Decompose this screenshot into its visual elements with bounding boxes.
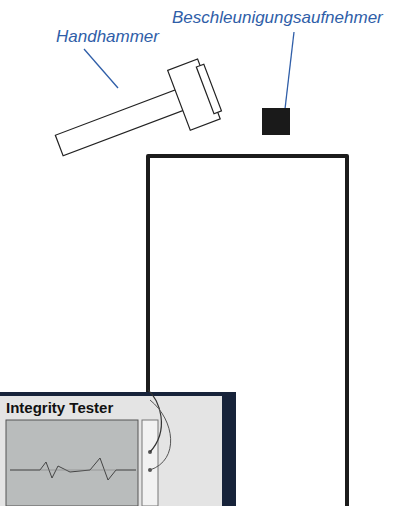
tester-body — [0, 396, 222, 506]
cable — [150, 400, 171, 470]
device-label: Integrity Tester — [6, 399, 113, 416]
tester-screen — [6, 420, 138, 506]
waveform — [10, 458, 136, 480]
hammer-face — [196, 64, 221, 114]
cable — [148, 390, 161, 452]
photo-frame — [0, 392, 236, 506]
tester-side — [142, 420, 158, 506]
screen-axis — [10, 470, 136, 471]
hammer-handle — [55, 89, 184, 156]
accelerometer — [262, 108, 290, 135]
leader-line — [84, 49, 118, 88]
part-label: Beschleunigungsaufnehmer — [172, 8, 383, 28]
part-label: Handhammer — [56, 27, 159, 47]
